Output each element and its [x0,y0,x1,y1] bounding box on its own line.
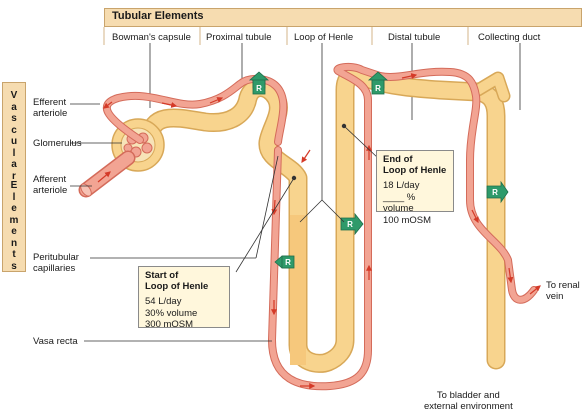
end-of-loop-box: End of Loop of Henle 18 L/day ____ % vol… [376,150,454,226]
marker-label-2: R [375,84,381,93]
label-bowmans-capsule: Bowman's capsule [112,32,191,43]
start-of-loop-box: Start of Loop of Henle 54 L/day 30% volu… [138,266,230,330]
marker-label-4: R [347,220,353,229]
tubule [140,65,511,373]
flow-arrows [97,73,541,389]
label-loop-of-henle: Loop of Henle [294,32,354,43]
reabsorption-markers [248,71,509,269]
header-title: Tubular Elements [112,10,204,22]
marker-box-proximal [252,79,266,95]
marker-label-3: R [285,258,291,267]
label-distal-tubule: Distal tubule [388,32,441,43]
tubular-elements-header [104,8,582,27]
label-proximal-tubule: Proximal tubule [206,32,272,43]
label-collecting-duct: Collecting duct [478,32,541,43]
marker-box-distal [371,79,385,95]
label-glomerulus: Glomerulus [33,138,82,149]
column-separators [103,27,469,45]
marker-label-5: R [492,188,498,197]
label-vasa-recta: Vasa recta [33,336,78,347]
vascular-elements-sidebar [2,82,26,272]
vascular-leader-lines [70,103,279,342]
callout-leaders [235,123,379,273]
marker-label-1: R [256,84,262,93]
marker-right-loop [340,212,364,236]
marker-right-collecting [486,180,509,204]
